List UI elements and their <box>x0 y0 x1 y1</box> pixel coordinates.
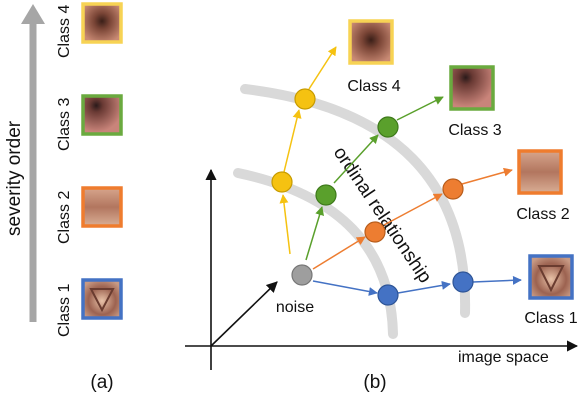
class-4-label: Class 4 <box>56 5 73 58</box>
arrow-blue-to-class1 <box>472 275 522 285</box>
outer-curve <box>240 84 471 318</box>
b-class-3-thumbnail <box>449 65 495 111</box>
b-class-3-label: Class 3 <box>448 122 501 139</box>
class-3-thumbnail <box>81 94 123 136</box>
blue-node-1 <box>377 284 399 306</box>
severity-arrow-head <box>21 4 45 24</box>
green-node-1 <box>315 184 337 206</box>
arrow-noise-to-yellow <box>279 194 291 255</box>
b-class-1-thumbnail <box>528 254 574 300</box>
class-2-thumbnail <box>81 186 123 228</box>
b-class-2-thumbnail <box>517 149 563 195</box>
arrow-green-to-class3 <box>396 96 444 121</box>
severity-axis-label: severity order <box>4 120 25 236</box>
b-class-4-thumbnail <box>348 19 394 65</box>
panel-b: image space ordinal relationship noise <box>185 19 579 393</box>
b-class-1-label: Class 1 <box>524 310 577 327</box>
green-node-2 <box>377 116 399 138</box>
arrow-blue-1-to-2 <box>397 280 451 294</box>
caption-b: (b) <box>363 372 386 393</box>
arrow-yellow-1-to-2 <box>283 109 302 173</box>
orange-node-2 <box>442 178 464 200</box>
arrow-green-1-to-2 <box>333 134 379 184</box>
class-4-thumbnail <box>81 2 123 44</box>
yellow-node-2 <box>294 88 316 110</box>
panel-a: severity order Class 4 Class 3 Class 2 C… <box>4 2 123 393</box>
class-1-thumbnail <box>81 278 123 320</box>
arrow-orange-to-class2 <box>461 167 513 185</box>
arrow-orange-1-to-2 <box>383 193 443 226</box>
noise-label: noise <box>276 299 314 316</box>
class-1-label: Class 1 <box>56 284 73 337</box>
z-axis <box>210 281 278 347</box>
class-3-label: Class 3 <box>56 98 73 151</box>
orange-node-1 <box>364 221 386 243</box>
b-class-4-label: Class 4 <box>347 78 400 95</box>
caption-a: (a) <box>90 372 113 393</box>
arrow-noise-to-blue <box>312 280 378 296</box>
b-class-2-label: Class 2 <box>516 206 569 223</box>
arrow-yellow-to-class4 <box>308 46 337 90</box>
noise-node <box>291 264 313 286</box>
arrow-noise-to-green <box>305 206 324 261</box>
class-2-label: Class 2 <box>56 191 73 244</box>
arrow-noise-to-orange <box>312 236 366 270</box>
blue-node-2 <box>452 271 474 293</box>
yellow-node-1 <box>271 171 293 193</box>
x-axis-label: image space <box>458 349 549 366</box>
